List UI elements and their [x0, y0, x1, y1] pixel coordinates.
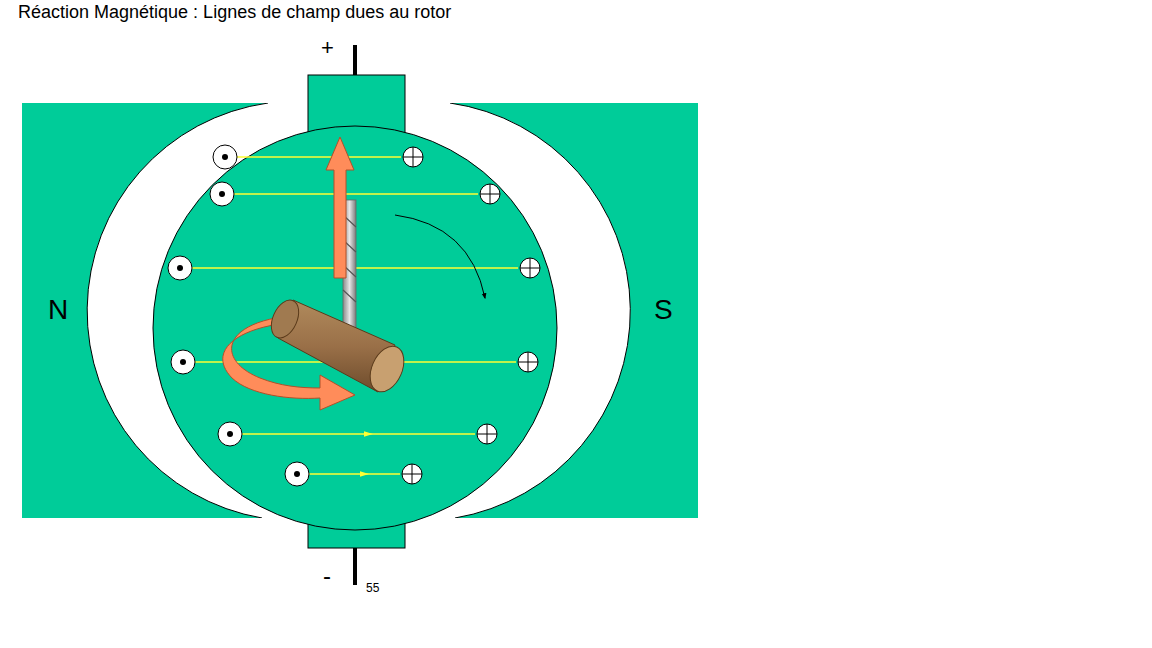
conductor-dot	[177, 265, 183, 271]
page-number: 55	[366, 582, 379, 595]
rotor	[153, 126, 557, 530]
conductor-in	[518, 352, 538, 372]
conductor-out	[285, 462, 309, 486]
conductor-cross	[480, 184, 500, 204]
pole-letter: N	[48, 295, 68, 326]
conductor-dot	[219, 191, 225, 197]
field-line	[234, 193, 478, 195]
conductor-cross	[518, 352, 538, 372]
field-line	[242, 433, 475, 435]
minus-terminal	[353, 547, 357, 585]
conductor-in	[520, 258, 540, 278]
conductor-in	[480, 184, 500, 204]
conductor-out	[213, 145, 237, 169]
conductor-cross	[520, 258, 540, 278]
conductor-dot	[180, 359, 186, 365]
plus-terminal	[353, 45, 357, 76]
pole-body	[450, 103, 698, 518]
conductor-out	[171, 350, 195, 374]
pole-face	[450, 103, 630, 518]
polarity-sign: +	[321, 36, 334, 60]
conductor-out	[218, 422, 242, 446]
conductor-dot	[222, 154, 228, 160]
conductor-cross	[477, 424, 497, 444]
pole-body	[22, 103, 268, 518]
conductor-cross	[402, 464, 422, 484]
field-line	[237, 156, 401, 158]
polarity-sign: -	[323, 563, 331, 589]
conductor-dot	[227, 431, 233, 437]
conductor-rows	[168, 145, 540, 486]
pole-face	[87, 103, 268, 518]
title: Réaction Magnétique : Lignes de champ du…	[18, 3, 451, 23]
conductor-cross	[403, 147, 423, 167]
conductor-in	[402, 464, 422, 484]
conductor-in	[477, 424, 497, 444]
stator-pole: S	[446, 103, 698, 518]
conductor-in	[403, 147, 423, 167]
stator-pole: N	[22, 103, 272, 518]
conductor-out	[210, 182, 234, 206]
rotation-arrow	[395, 215, 485, 298]
pole-letter: S	[654, 295, 673, 326]
field-line	[309, 473, 400, 475]
conductor-dot	[294, 471, 300, 477]
corkscrew-rule	[223, 137, 411, 410]
conductor-out	[168, 256, 192, 280]
